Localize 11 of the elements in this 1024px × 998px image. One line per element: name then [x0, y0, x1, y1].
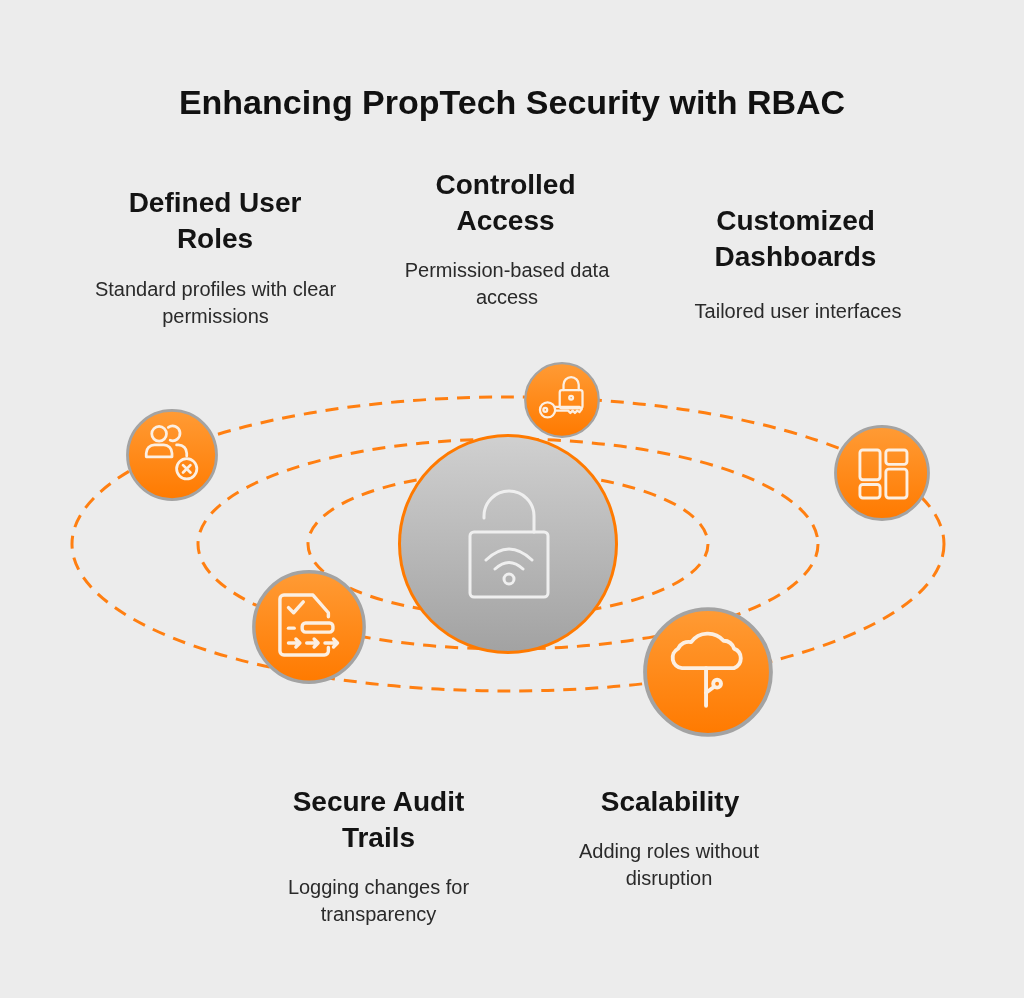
- feature-description: Tailored user interfaces: [694, 299, 902, 324]
- feature-heading: Secure Audit Trails: [292, 785, 465, 855]
- feature-heading: Controlled Access: [435, 168, 576, 238]
- feature-heading: Scalability: [600, 785, 740, 819]
- feature-description: Permission-based data access: [404, 258, 610, 310]
- feature-description: Adding roles without disruption: [578, 839, 760, 891]
- feature-description: Standard profiles with clear permissions: [94, 277, 337, 329]
- feature-heading: Customized Dashboards: [714, 204, 877, 274]
- feature-description: Logging changes for transparency: [287, 875, 470, 927]
- feature-heading: Defined User Roles: [128, 186, 302, 256]
- diagram-title: Enhancing PropTech Security with RBAC: [178, 82, 846, 122]
